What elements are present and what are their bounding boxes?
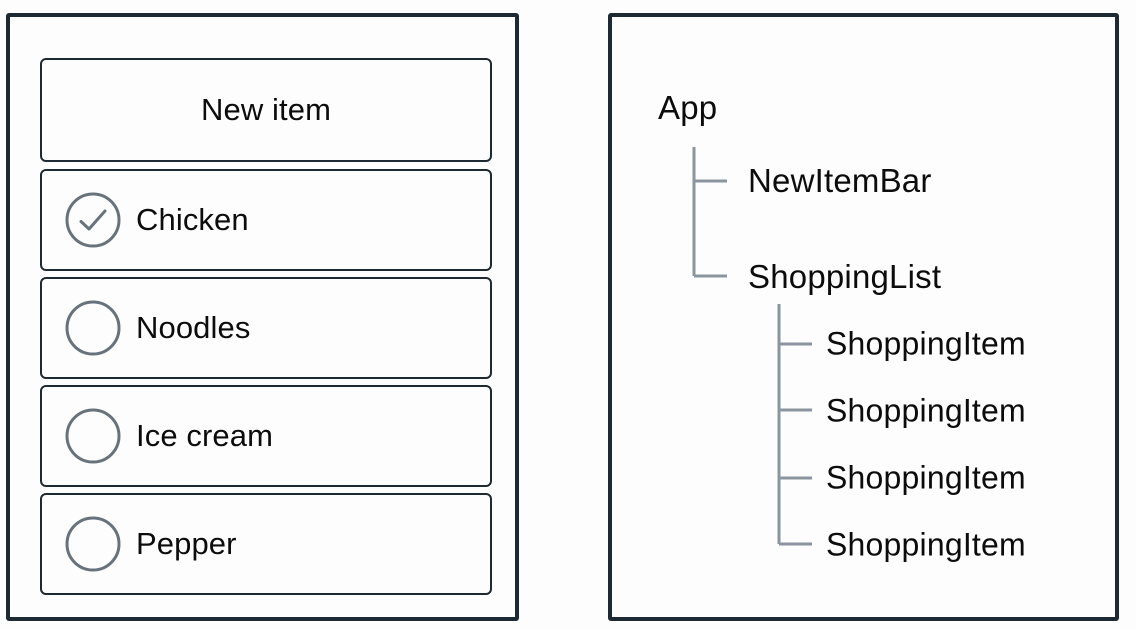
component-tree: App NewItemBar ShoppingList ShoppingItem… — [612, 17, 1115, 617]
empty-circle-icon[interactable] — [42, 300, 144, 356]
list-item[interactable]: Ice cream — [40, 385, 492, 487]
component-tree-panel: App NewItemBar ShoppingList ShoppingItem… — [608, 13, 1119, 621]
list-item-label: Noodles — [136, 310, 251, 345]
tree-node-shopping-item[interactable]: ShoppingItem — [826, 459, 1026, 496]
tree-node-new-item-bar[interactable]: NewItemBar — [748, 162, 932, 199]
list-item-label: Pepper — [136, 526, 237, 561]
tree-node-shopping-list[interactable]: ShoppingList — [748, 258, 942, 295]
list-item[interactable]: Noodles — [40, 277, 492, 379]
list-item[interactable]: Chicken — [40, 169, 492, 271]
check-circle-icon[interactable] — [42, 192, 144, 248]
tree-node-shopping-item[interactable]: ShoppingItem — [826, 325, 1026, 362]
list-item-label: Chicken — [136, 202, 249, 237]
empty-circle-icon[interactable] — [42, 408, 144, 464]
new-item-bar[interactable]: New item — [40, 58, 492, 162]
tree-node-shopping-item[interactable]: ShoppingItem — [826, 526, 1026, 563]
empty-circle-icon[interactable] — [42, 516, 144, 572]
list-item[interactable]: Pepper — [40, 493, 492, 595]
tree-node-app[interactable]: App — [658, 89, 718, 126]
shopping-list-container: New item Chicken Noodles — [40, 58, 492, 601]
tree-node-shopping-item[interactable]: ShoppingItem — [826, 392, 1026, 429]
list-item-label: Ice cream — [136, 418, 273, 453]
app-mockup-panel: New item Chicken Noodles — [6, 13, 519, 621]
new-item-label: New item — [201, 92, 331, 127]
